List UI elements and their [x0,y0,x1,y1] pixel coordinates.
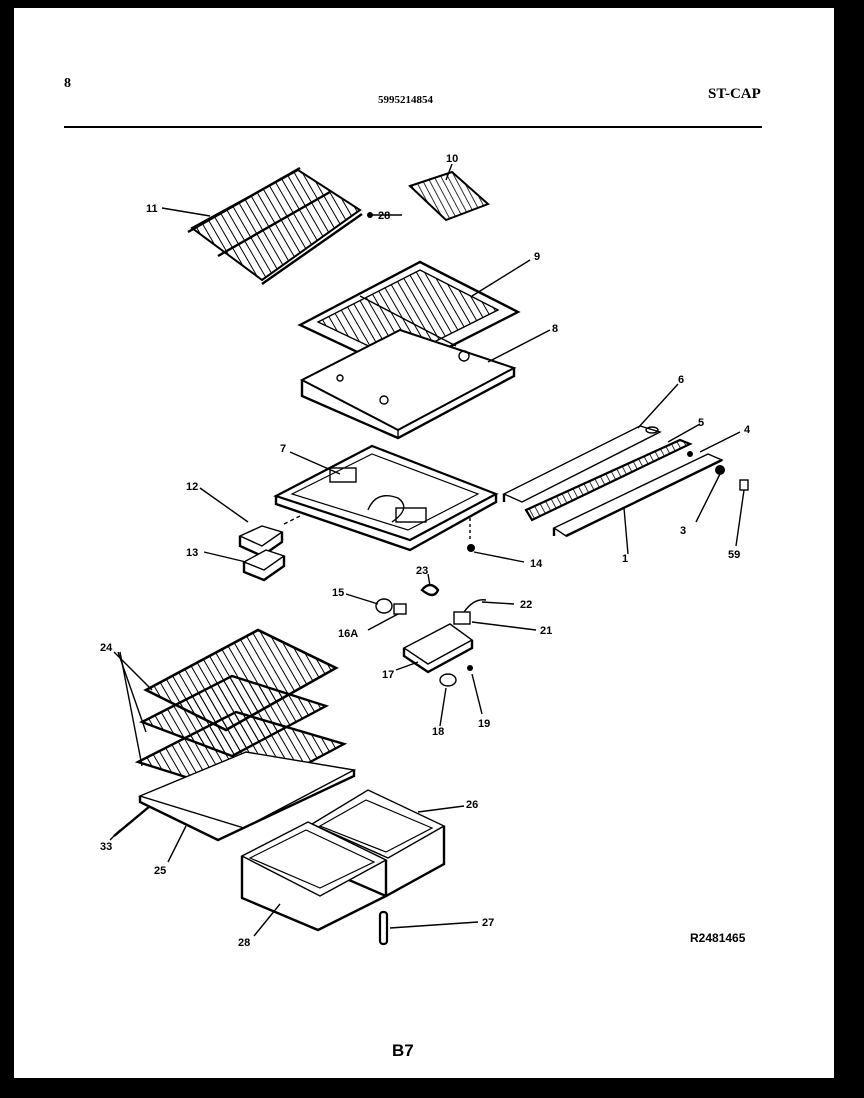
part-25-crisper-cover [113,751,357,842]
callout-12: 12 [186,481,198,493]
callout-23: 23 [416,565,428,577]
callout-19: 19 [478,718,490,730]
part-6-rail [502,425,662,503]
page-number-top: 8 [64,76,71,91]
callout-4: 4 [744,424,751,436]
part-14-screw [467,544,475,552]
callout-25: 25 [154,865,166,877]
callout-13: 13 [186,547,198,559]
callout-18: 18 [432,726,444,738]
part-1-rail [552,453,724,538]
callout-11: 11 [146,203,158,215]
callout-26: 26 [466,799,478,811]
callout-5: 5 [698,417,704,429]
callout-22: 22 [520,599,532,611]
callout-33: 33 [100,841,112,853]
callout-27: 27 [482,917,494,929]
part-7-divider-pan [273,444,499,552]
page-number-bottom: B7 [392,1041,414,1060]
header-rule [64,126,762,128]
part-12-bracket [238,525,284,558]
part-28-crisper-drawer [240,821,388,932]
callout-24: 24 [100,642,113,654]
callout-21: 21 [540,625,552,637]
callout-15: 15 [332,587,344,599]
callout-17: 17 [382,669,394,681]
part-8-shelf-frame [299,328,517,440]
callout-8: 8 [552,323,558,335]
brand-code: ST-CAP [708,86,761,102]
part-10-grille [408,170,490,222]
callout-6: 6 [678,374,684,386]
leader-lines [109,163,745,937]
part-5-rail [524,438,693,522]
part-13-bracket [242,549,286,582]
callout-10: 10 [446,153,458,165]
callout-28: 28 [238,937,250,949]
reference-code: R2481465 [690,931,746,945]
callout-7: 7 [280,443,286,455]
part-27-pin [378,910,389,946]
callout-9: 9 [534,251,540,263]
callout-16A: 16A [338,628,358,640]
callout-1: 1 [622,553,628,565]
callout-28-top: 28 [378,210,390,222]
part-11-wire-shelf [187,166,373,285]
callout-3: 3 [680,525,686,537]
callout-14: 14 [530,558,543,570]
callout-labels: 11 10 28 9 8 7 6 5 4 12 13 14 1 3 59 15 … [100,153,751,949]
model-number: 5995214854 [378,94,433,106]
callout-59: 59 [728,549,740,561]
light-assembly [375,583,487,687]
